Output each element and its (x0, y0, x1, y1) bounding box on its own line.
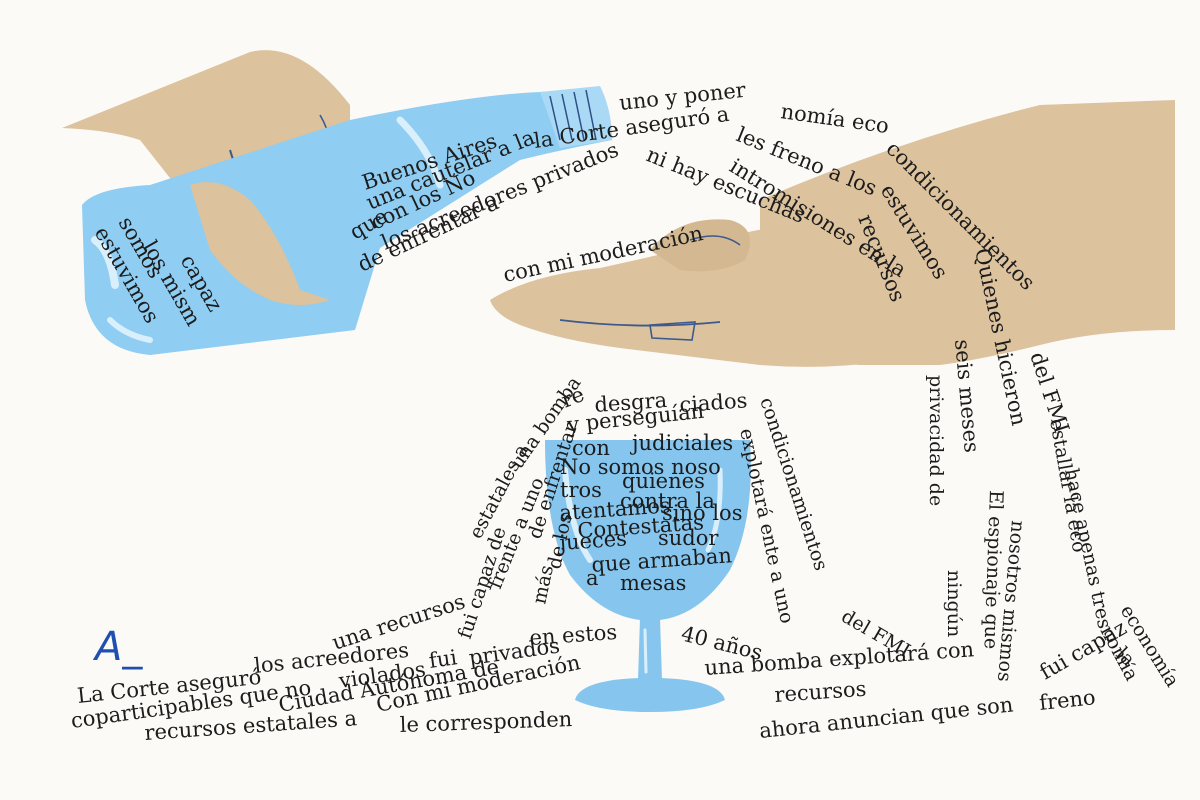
glass-word: quienes (622, 469, 705, 493)
water-bottle-illustration (82, 86, 612, 355)
glass-word: contra la (620, 489, 715, 513)
glass-word: judiciales (629, 431, 733, 455)
left-arm (62, 50, 350, 191)
glass-word: a (586, 566, 599, 590)
drip-word: privacidad de (925, 375, 947, 506)
artist-signature: A_ (92, 624, 143, 670)
bottle-body (82, 88, 612, 355)
ground-word: le corresponden (399, 707, 572, 737)
wine-glass-illustration (545, 440, 751, 712)
glass-word: desgra (594, 388, 668, 417)
drip-word: más (528, 563, 558, 606)
glass-word: con (572, 436, 610, 460)
glass-word: sudor (658, 526, 719, 550)
ground-word: recursos (774, 677, 867, 707)
ground-text-group: una recursos La Corte aseguró los acreed… (69, 589, 1130, 745)
glass-word: sino los (662, 501, 742, 525)
glass-word: jueces (556, 526, 628, 555)
ground-word: en estos (529, 620, 618, 650)
ground-word: freno (1038, 685, 1097, 715)
glass-word: No somos noso (560, 455, 721, 479)
glass-word: tros (560, 478, 602, 502)
left-fingers (190, 182, 330, 305)
glass-word: mesas (620, 571, 686, 595)
glass-base (575, 678, 725, 712)
right-open-palm (490, 226, 907, 367)
drip-word: ningún (943, 570, 965, 637)
glass-word: ciados (679, 388, 748, 417)
ground-word: fui (427, 645, 458, 673)
glass-stem (638, 618, 662, 680)
right-hand-illustration (490, 100, 1175, 367)
stream-word: nomía eco (779, 99, 890, 138)
glass-bowl (545, 440, 751, 620)
right-thumb (650, 219, 750, 272)
